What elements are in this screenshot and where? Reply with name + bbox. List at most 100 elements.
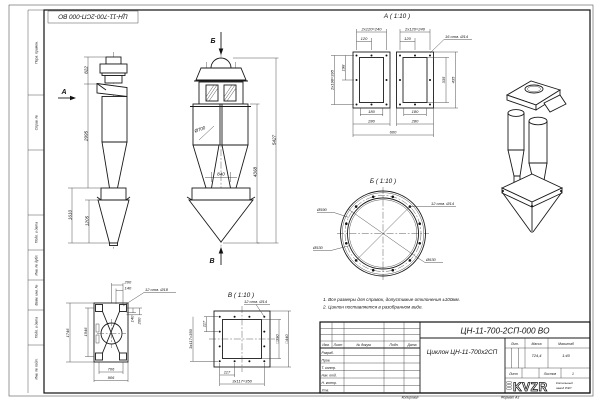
section-v-holes <box>218 315 266 363</box>
col-ndok: № докум. <box>357 343 372 347</box>
paper-edge <box>8 4 594 397</box>
col-list: Лист <box>333 343 343 347</box>
dim-906: 906 <box>108 375 115 380</box>
view-arrow-a: А <box>58 89 76 101</box>
section-v-title: В ( 1:10 ) <box>228 292 254 299</box>
margin-label: Инв. № подл. <box>35 358 39 379</box>
section-a-view: А ( 1:10 ) 2x120=240 2x120=240 <box>330 13 472 137</box>
dim-117-bottom: 117 <box>224 370 231 375</box>
dim-d590: Ø590 <box>316 207 328 212</box>
col-podp: Подп. <box>389 343 398 347</box>
sheets-label: Листов <box>543 372 557 376</box>
sheets-value: 1 <box>572 372 574 376</box>
dim-3x117-bottom: 3x117=350 <box>232 379 252 384</box>
view-arrow-v-label: В <box>209 258 214 265</box>
dim-5427: 5427 <box>272 134 277 145</box>
view-arrow-b-label: Б <box>211 38 216 45</box>
org-logo: KVZR Котельный завод РЭП <box>506 380 573 394</box>
row-utv: Утв. <box>322 388 330 392</box>
row-tkontr: Т. контр. <box>322 366 337 370</box>
dim-1205: 1205 <box>85 215 90 226</box>
org-line2: завод РЭП <box>555 386 572 390</box>
section-a-dims: 2x120=240 2x120=240 120 120 16 отв. Ø14 … <box>330 27 472 137</box>
dim-1746: 1746 <box>65 328 70 338</box>
dim-200-right: 200 <box>137 317 142 325</box>
title-block: Изм. Лист № докум. Подп. Дата Разраб. Пр… <box>319 321 591 394</box>
margin-label: Справ. № <box>35 114 39 130</box>
dim-1546: 1546 <box>83 327 88 337</box>
dim-180-right: 180 <box>412 109 419 114</box>
note-2: 2. Циклон поставляется в разобранном вид… <box>322 305 423 310</box>
view-arrow-a-label: А <box>60 89 66 96</box>
dim-117-left: 117 <box>202 320 207 327</box>
row-nachotd: Нач. отд. <box>322 373 337 377</box>
drawing-frame <box>43 9 591 394</box>
row-prov: Пров. <box>322 358 331 362</box>
doc-code-rotated: ЦН-11-700-2СП-000 ВО <box>58 13 127 20</box>
front-view-dims: Ø700 840 4368 5427 <box>193 57 279 244</box>
section-v-view: В ( 1:10 ) 12 отв. Ø14 117 3x117=350 <box>188 292 291 386</box>
dim-sq440: □440 <box>284 334 289 344</box>
dim-3x117-left: 3x117=350 <box>188 328 193 348</box>
dim-198: 198 <box>341 64 346 71</box>
dim-d530: Ø530 <box>312 245 324 250</box>
dim-2x120-left: 2x120=240 <box>361 27 383 32</box>
doc-code-box: ЦН-11-700-2СП-000 ВО <box>47 10 139 24</box>
section-b-view: Б ( 1:10 ) 12 отв. Ø14 Ø630 Ø590 <box>312 178 456 280</box>
holes-callout-12v: 12 отв. Ø14 <box>244 299 268 304</box>
dim-d630: Ø630 <box>425 257 437 262</box>
margin-label: Подп. и дата <box>35 222 39 243</box>
foundation-view: 1746 1546 706 906 200 140 12 отв. Ø18 <box>65 280 176 382</box>
side-view-dims: 822 2995 1610 1205 <box>68 56 109 244</box>
margin-label: Инв. № дубл. <box>35 255 39 276</box>
dim-2x198: 2x198=395 <box>330 69 335 91</box>
org-line1: Котельный <box>556 381 573 385</box>
col-izm: Изм. <box>322 343 329 347</box>
section-b-dims: 12 отв. Ø14 Ø630 Ø590 Ø530 <box>312 201 456 263</box>
margin-label: Подп. и дата <box>35 317 39 338</box>
row-razrab: Разраб. <box>322 351 334 355</box>
notes: 1. Все размеры для справок, допустимые о… <box>322 297 460 310</box>
dim-sq390: □390 <box>275 334 280 344</box>
copied-label: Копировал <box>402 396 419 400</box>
dim-280-right: 280 <box>411 119 419 124</box>
dim-335: 335 <box>441 76 446 83</box>
note-1: 1. Все размеры для справок, допустимые о… <box>323 297 460 302</box>
format-label: Формат А3 <box>501 396 520 400</box>
col-data: Дата <box>407 343 417 347</box>
dim-140-top: 140 <box>125 286 132 291</box>
dim-822: 822 <box>84 66 89 74</box>
view-arrow-b: Б <box>211 32 224 55</box>
holes-callout-18: 12 отв. Ø18 <box>145 287 169 292</box>
section-v-dims: 12 отв. Ø14 117 3x117=350 117 3x117=350 … <box>188 299 291 386</box>
dim-140-right: 140 <box>130 315 135 322</box>
section-b-title: Б ( 1:10 ) <box>370 178 396 185</box>
logo-kvzr: KVZR <box>513 380 548 394</box>
side-view: А 822 2995 1610 1205 <box>58 52 131 250</box>
bottom-strip: Копировал Формат А3 <box>402 396 520 400</box>
section-a-holes <box>355 54 431 106</box>
front-view: Б В Ø700 840 4368 5427 <box>186 32 279 265</box>
dim-4368: 4368 <box>253 166 258 177</box>
dim-1610: 1610 <box>68 209 73 220</box>
dim-120-left: 120 <box>361 36 368 41</box>
stamp-name: Циклон ЦН-11-700х2СП <box>427 349 498 356</box>
isometric-view <box>500 80 567 233</box>
view-arrow-v: В <box>209 247 224 265</box>
holes-callout-12b: 12 отв. Ø14 <box>431 201 455 206</box>
mass-label: Масса <box>531 342 541 346</box>
dim-600: 600 <box>390 130 397 135</box>
foundation-dims: 1746 1546 706 906 200 140 12 отв. Ø18 <box>65 280 176 382</box>
dim-180-left: 180 <box>368 109 375 114</box>
dim-840: 840 <box>217 172 225 177</box>
sheet-label: Лист <box>508 372 518 376</box>
dim-2995: 2995 <box>84 130 89 142</box>
margin-label: Взам. инв. № <box>35 284 39 305</box>
lit-label: Лит. <box>510 342 519 346</box>
section-a-title: А ( 1:10 ) <box>383 13 410 20</box>
dim-280-left: 280 <box>367 119 375 124</box>
dim-706: 706 <box>108 367 115 372</box>
dim-d700: Ø700 <box>193 125 207 134</box>
